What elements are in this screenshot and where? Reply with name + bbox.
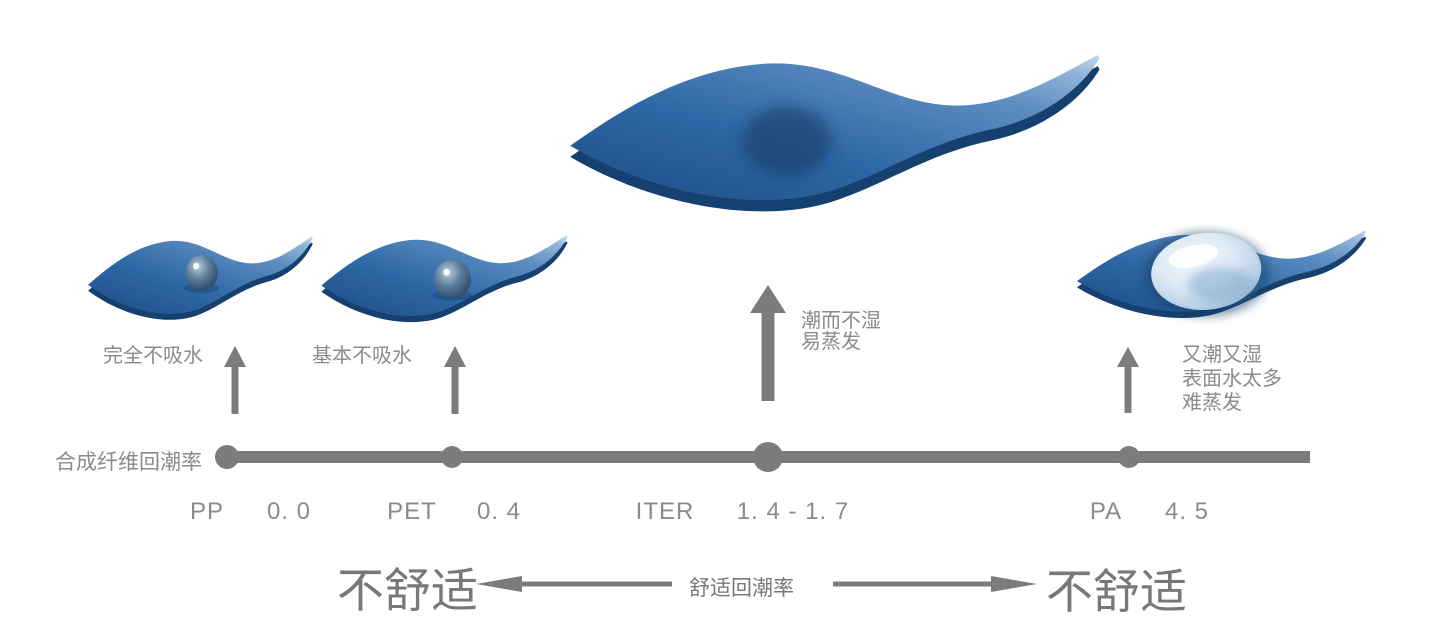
fabric-swatch-iter: [570, 55, 1100, 212]
fiber-value-pp: 0. 0: [266, 498, 312, 525]
fiber-value-iter: 1. 4 - 1. 7: [736, 498, 850, 525]
fabric-surface: [570, 55, 1100, 201]
fiber-value-pet: 0. 4: [476, 498, 522, 525]
note-pa: 又潮又湿 表面水太多 难蒸发: [1182, 343, 1282, 415]
uncomfortable-label-left: 不舒适: [337, 564, 478, 617]
note-line: 易蒸发: [801, 331, 861, 353]
right-arrow: [833, 576, 1037, 592]
note-line: 基本不吸水: [312, 345, 412, 367]
fabric-swatch-pa: [1076, 230, 1367, 319]
fiber-label-pp: PP: [189, 498, 225, 525]
fiber-label-pet: PET: [387, 498, 437, 525]
up-arrow-pa: [1117, 347, 1139, 413]
fiber-value-pa: 4. 5: [1164, 498, 1210, 525]
axis-dot-iter: [753, 442, 783, 472]
fabric-swatch-pp: [88, 236, 313, 320]
fiber-label-iter: ITER: [635, 498, 695, 525]
axis-dot-pet: [441, 446, 463, 468]
note-iter: 潮而不湿 易蒸发: [801, 311, 881, 353]
note-pp: 完全不吸水: [103, 344, 203, 368]
note-line: 完全不吸水: [103, 345, 203, 367]
water-droplet-icon: [432, 259, 473, 301]
axis-title: 合成纤维回潮率: [55, 451, 202, 474]
fabric-swatch-pet: [321, 235, 568, 323]
axis-dot-pa: [1118, 446, 1140, 468]
note-pet: 基本不吸水: [312, 344, 412, 368]
up-arrow-iter: [750, 285, 786, 401]
uncomfortable-label-right: 不舒适: [1046, 565, 1187, 618]
note-line: 又潮又湿: [1182, 344, 1262, 366]
up-arrow-pp: [224, 346, 246, 414]
water-droplet-icon: [183, 255, 220, 294]
note-line: 潮而不湿: [801, 310, 881, 332]
comfort-range-label: 舒适回潮率: [689, 577, 794, 600]
axis-dot-pp: [215, 445, 239, 469]
note-line: 表面水太多: [1182, 368, 1282, 390]
left-arrow: [476, 576, 672, 592]
fiber-label-pa: PA: [1089, 498, 1123, 525]
note-line: 难蒸发: [1182, 392, 1242, 414]
wet-spot: [741, 105, 833, 176]
water-puddle-icon: [1143, 231, 1270, 317]
up-arrow-pet: [444, 346, 466, 414]
